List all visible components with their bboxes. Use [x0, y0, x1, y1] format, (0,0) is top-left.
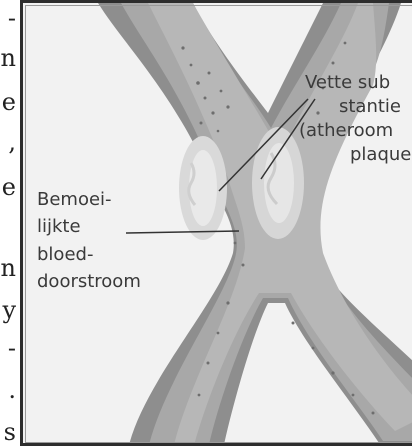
plaque-right	[252, 127, 304, 239]
text-fragment: -	[8, 336, 16, 360]
text-fragment: n	[1, 256, 16, 280]
label-fatty-substance-line3: (atheroom	[299, 119, 393, 143]
text-fragment: y	[2, 298, 16, 322]
leader-line-flow	[126, 231, 239, 233]
text-fragment: .	[8, 378, 16, 402]
artery-illustration	[23, 3, 412, 446]
text-fragment: e	[2, 175, 16, 199]
text-fragment: ,	[8, 130, 16, 154]
figure-frame: Vette sub stantie (atheroom plaque Bemoe…	[20, 0, 412, 446]
label-impeded-flow-line2: lijkte	[37, 215, 81, 239]
label-impeded-flow-line3: bloed-	[37, 243, 93, 267]
label-impeded-flow-line4: doorstroom	[37, 270, 141, 294]
text-fragment: s	[4, 420, 16, 444]
label-impeded-flow-line1: Bemoei-	[37, 188, 112, 212]
cropped-body-text: - n e , e n y - . s	[0, 0, 22, 446]
text-fragment: -	[8, 6, 16, 30]
text-fragment: e	[2, 90, 16, 114]
label-fatty-substance-line1: Vette sub	[305, 71, 390, 95]
label-fatty-substance-line2: stantie	[339, 95, 401, 119]
plaque-left	[179, 136, 227, 240]
text-fragment: n	[1, 46, 16, 70]
label-fatty-substance-line4: plaque	[350, 143, 411, 167]
